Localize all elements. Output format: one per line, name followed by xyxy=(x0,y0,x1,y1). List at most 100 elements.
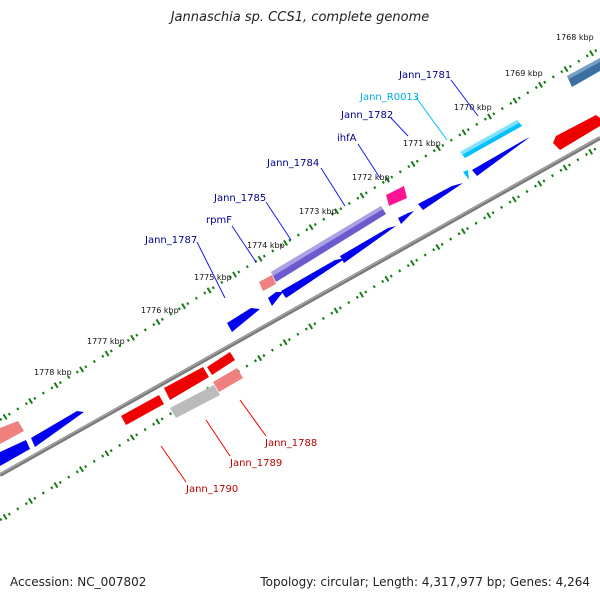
gene-label[interactable]: Jann_1782 xyxy=(340,110,393,121)
kbp-label: 1769 kbp xyxy=(505,69,543,78)
major-tick xyxy=(130,334,136,341)
major-tick xyxy=(28,497,33,505)
leader-line xyxy=(450,79,479,117)
gene-jann-1785[interactable] xyxy=(281,258,346,298)
major-tick xyxy=(53,382,59,389)
forward-genes xyxy=(0,58,600,466)
major-tick xyxy=(283,239,288,247)
gene-label[interactable]: Jann_1784 xyxy=(266,158,319,169)
leader-line xyxy=(390,117,409,137)
kbp-label: 1777 kbp xyxy=(87,337,125,346)
major-tick xyxy=(436,145,441,152)
major-tick xyxy=(487,113,492,120)
gene-label[interactable]: Jann_1781 xyxy=(398,70,451,81)
gene-label[interactable]: Jann_1789 xyxy=(229,458,282,469)
major-tick xyxy=(359,192,365,199)
leader-line xyxy=(231,225,257,263)
gene-red-light[interactable] xyxy=(0,421,24,444)
major-tick xyxy=(308,323,314,330)
major-tick xyxy=(512,97,518,104)
gene-jann-1787[interactable] xyxy=(268,292,283,306)
major-tick xyxy=(129,434,135,441)
gene-label[interactable]: Jann_1788 xyxy=(264,438,317,449)
kbp-label: 1771 kbp xyxy=(403,139,441,148)
gene-label[interactable]: Jann_R0013 xyxy=(359,92,419,103)
major-tick xyxy=(588,148,594,155)
major-tick xyxy=(2,513,8,520)
major-tick xyxy=(385,176,390,183)
leader-line xyxy=(205,419,231,457)
major-tick xyxy=(410,259,415,266)
gene-label[interactable]: Jann_1785 xyxy=(213,193,266,204)
major-tick xyxy=(461,129,467,136)
major-tick xyxy=(410,160,416,167)
accession-text: Accession: NC_007802 xyxy=(10,575,147,589)
gene-blue[interactable] xyxy=(227,308,260,332)
leader-line xyxy=(239,399,267,437)
kbp-label: 1774 kbp xyxy=(247,241,285,250)
major-tick xyxy=(308,224,314,231)
leader-line xyxy=(414,95,448,141)
major-tick xyxy=(181,303,187,310)
major-tick xyxy=(563,65,569,73)
gene-jann-1784[interactable] xyxy=(271,206,386,282)
kbp-label: 1772 kbp xyxy=(352,173,390,182)
major-tick xyxy=(384,275,390,282)
gene-red[interactable] xyxy=(553,115,600,150)
gene-jann-r0013[interactable] xyxy=(463,170,469,180)
major-tick xyxy=(206,287,212,294)
leader-line xyxy=(320,167,346,207)
outer-tick-ring xyxy=(0,46,600,422)
gene-rpmf[interactable] xyxy=(259,275,276,291)
major-tick xyxy=(53,482,59,489)
gene-blue[interactable] xyxy=(472,137,530,176)
gene-label[interactable]: ihfA xyxy=(337,133,357,144)
gene-ihfa[interactable] xyxy=(418,183,463,210)
gene-blue[interactable] xyxy=(0,440,30,466)
leader-line xyxy=(196,241,226,299)
kbp-label: 1776 kbp xyxy=(141,306,179,315)
major-tick xyxy=(257,355,263,362)
gene-pink[interactable] xyxy=(386,186,407,206)
gene-blue[interactable] xyxy=(340,226,396,263)
major-tick xyxy=(435,243,441,251)
leader-line xyxy=(160,445,187,483)
genome-backbone xyxy=(0,136,600,477)
kbp-label: 1773 kbp xyxy=(299,207,337,216)
major-tick xyxy=(2,413,8,420)
major-tick xyxy=(79,466,84,473)
gene-red[interactable] xyxy=(164,367,209,400)
major-tick xyxy=(562,164,568,171)
major-tick xyxy=(334,208,339,215)
major-tick xyxy=(511,196,517,203)
gene-label[interactable]: Jann_1790 xyxy=(185,484,238,495)
kbp-label: 1770 kbp xyxy=(454,103,492,112)
major-tick xyxy=(333,307,339,314)
gene-blue[interactable] xyxy=(398,211,414,224)
gene-red[interactable] xyxy=(207,352,235,375)
gene-jann-1790[interactable] xyxy=(121,395,164,425)
map-title: Jannaschia sp. CCS1, complete genome xyxy=(170,10,430,25)
kbp-label: 1775 kbp xyxy=(194,273,232,282)
gene-jann-1788[interactable] xyxy=(213,368,243,392)
major-tick xyxy=(589,50,594,57)
major-tick xyxy=(104,450,110,457)
major-tick xyxy=(486,212,492,219)
kbp-label: 1778 kbp xyxy=(34,368,72,377)
leader-line xyxy=(265,201,292,241)
major-tick xyxy=(28,397,34,405)
gene-jann-1789[interactable] xyxy=(170,385,220,418)
major-tick xyxy=(282,339,288,346)
gene-blue[interactable] xyxy=(31,411,84,447)
major-tick xyxy=(359,291,364,298)
major-tick xyxy=(538,81,543,88)
kbp-label: 1768 kbp xyxy=(556,33,594,42)
gene-label[interactable]: Jann_1787 xyxy=(144,235,197,246)
major-tick xyxy=(232,271,238,278)
gene-label[interactable]: rpmF xyxy=(206,215,232,226)
major-tick xyxy=(257,255,263,262)
major-tick xyxy=(460,228,466,235)
major-tick xyxy=(79,366,85,373)
inner-tick-ring xyxy=(0,144,600,522)
